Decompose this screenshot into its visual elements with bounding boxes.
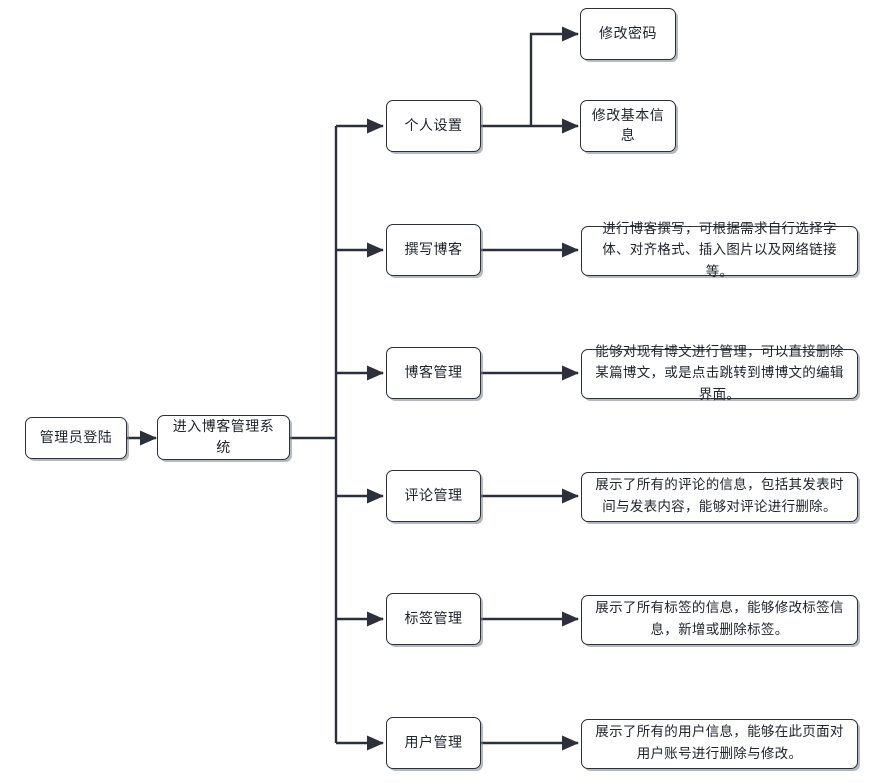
node-change-password-label: 修改密码 bbox=[599, 25, 657, 42]
node-user-manage-label: 用户管理 bbox=[404, 734, 463, 751]
node-admin-login[interactable]: 管理员登陆 bbox=[25, 417, 127, 459]
node-tag-manage-desc-label: 展示了所有标签的信息，能够修改标签信息，新增或删除标签。 bbox=[595, 600, 844, 638]
node-write-blog-label: 撰写博客 bbox=[404, 241, 463, 258]
edge-personal-to-password bbox=[529, 26, 580, 126]
node-tag-manage[interactable]: 标签管理 bbox=[386, 593, 481, 645]
node-blog-manage-desc[interactable]: 能够对现有博文进行管理，可以直接删除某篇博文，或是点击跳转到博博文的编辑界面。 bbox=[581, 344, 858, 403]
node-write-blog[interactable]: 撰写博客 bbox=[386, 224, 481, 276]
node-admin-login-label: 管理员登陆 bbox=[39, 429, 113, 446]
node-comment-manage-label: 评论管理 bbox=[404, 487, 463, 504]
node-write-blog-desc[interactable]: 进行博客撰写，可根据需求自行选择字体、对齐格式、插入图片以及网络链接等。 bbox=[581, 221, 858, 280]
node-user-manage-desc-label: 展示了所有的用户信息，能够在此页面对用户账号进行删除与修改。 bbox=[595, 724, 844, 762]
node-change-basic-info[interactable]: 修改基本信息 bbox=[580, 100, 676, 152]
node-personal-settings-label: 个人设置 bbox=[404, 117, 463, 134]
node-blog-manage-label: 博客管理 bbox=[404, 364, 463, 381]
node-user-manage-desc[interactable]: 展示了所有的用户信息，能够在此页面对用户账号进行删除与修改。 bbox=[581, 719, 858, 769]
node-blog-manage[interactable]: 博客管理 bbox=[386, 347, 481, 399]
node-comment-manage-desc[interactable]: 展示了所有的评论的信息，包括其发表时间与发表内容，能够对评论进行删除。 bbox=[581, 472, 858, 522]
node-user-manage[interactable]: 用户管理 bbox=[386, 717, 481, 769]
node-tag-manage-desc[interactable]: 展示了所有标签的信息，能够修改标签信息，新增或删除标签。 bbox=[581, 595, 858, 645]
node-write-blog-desc-label: 进行博客撰写，可根据需求自行选择字体、对齐格式、插入图片以及网络链接等。 bbox=[602, 220, 837, 280]
node-blog-manage-desc-label: 能够对现有博文进行管理，可以直接删除某篇博文，或是点击跳转到博博文的编辑界面。 bbox=[595, 343, 844, 403]
node-personal-settings[interactable]: 个人设置 bbox=[386, 100, 481, 152]
node-change-basic-info-label: 修改基本信息 bbox=[591, 107, 665, 144]
node-enter-system[interactable]: 进入博客管理系统 bbox=[157, 415, 290, 460]
node-change-password[interactable]: 修改密码 bbox=[580, 8, 676, 60]
node-comment-manage-desc-label: 展示了所有的评论的信息，包括其发表时间与发表内容，能够对评论进行删除。 bbox=[595, 477, 844, 515]
node-comment-manage[interactable]: 评论管理 bbox=[386, 470, 481, 522]
node-tag-manage-label: 标签管理 bbox=[404, 610, 463, 627]
node-enter-system-label: 进入博客管理系统 bbox=[172, 419, 275, 456]
